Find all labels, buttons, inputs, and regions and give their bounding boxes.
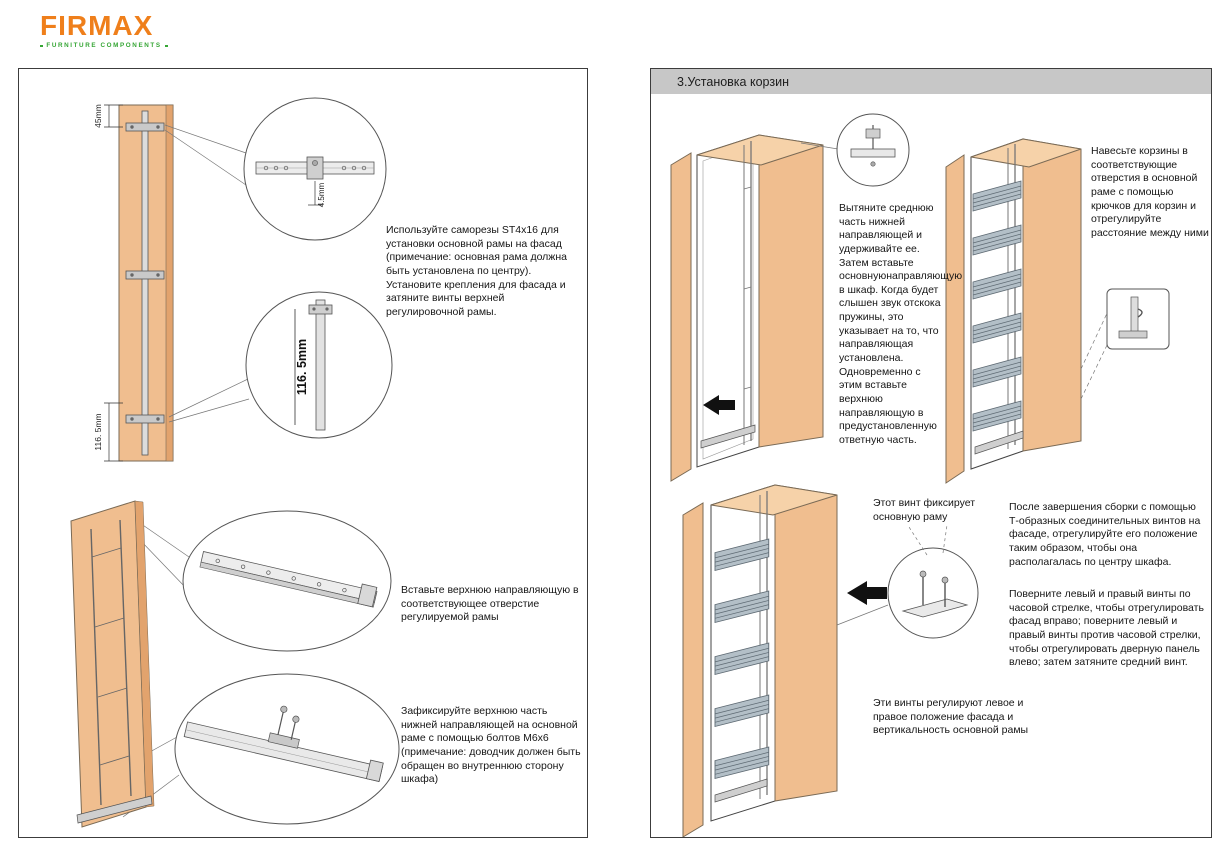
note-step2: Вставьте верхнюю направляющую в соответс… — [401, 584, 579, 624]
logo-tagline-text: FURNITURE COMPONENTS — [46, 42, 162, 49]
perspective-door-panel — [70, 500, 155, 828]
left-instruction-panel: 45mm 116. 5mm — [18, 68, 588, 838]
right-panel-illustrations — [670, 113, 1170, 837]
adjust-direction-arrow — [847, 581, 887, 605]
logo-brand-text: FIRMAX — [40, 10, 154, 41]
note-step4: После завершения сборки с помощью Т-обра… — [1009, 501, 1201, 568]
detail-basket-hook — [1080, 288, 1170, 400]
detail-top-latch — [800, 113, 910, 187]
section-header: 3.Установка корзин — [651, 69, 1211, 94]
dim-detail-top-label: 4.5mm — [317, 182, 326, 207]
cabinet-adjustment — [682, 484, 838, 837]
logo-rule-right — [164, 44, 169, 47]
dimension-top — [104, 104, 123, 128]
firmax-logo: FIRMAX FURNITURE COMPONENTS — [40, 10, 169, 49]
detail-fixing-screws — [836, 524, 979, 639]
detail-top-rail-section: 4.5mm — [243, 97, 387, 241]
note-step1: Вытяните среднюю часть нижней направляющ… — [839, 202, 963, 446]
cabinet-insert-frame — [670, 134, 824, 482]
slide-in-arrow — [703, 395, 735, 415]
note-step2: Навесьте корзины в соответствующие отвер… — [1091, 145, 1209, 239]
logo-tagline: FURNITURE COMPONENTS — [40, 42, 169, 49]
note-step3: Зафиксируйте верхнюю часть нижней направ… — [401, 705, 581, 786]
dim-detail-mid-label: 116. 5mm — [295, 339, 309, 395]
dim-bottom-label: 116. 5mm — [93, 413, 103, 450]
detail-upper-rail — [182, 510, 392, 652]
dimension-bottom — [104, 402, 123, 462]
left-panel-illustrations: 45mm 116. 5mm — [70, 97, 400, 828]
note-step3: Этот винт фиксирует основную раму — [873, 497, 976, 523]
right-instruction-panel: 3.Установка корзин — [650, 68, 1212, 838]
front-view-door-panel — [118, 104, 174, 462]
dim-top-label: 45mm — [93, 104, 103, 128]
logo-rule-left — [40, 44, 44, 47]
note-step5: Поверните левый и правый винты по часово… — [1009, 588, 1204, 669]
detail-rail-length: 116. 5mm — [245, 291, 393, 439]
detail-lower-rail — [174, 673, 400, 825]
note-step6: Эти винты регулируют левое и правое поло… — [873, 697, 1029, 737]
cabinet-hang-baskets — [945, 138, 1082, 484]
note-step1: Используйте саморезы ST4x16 для установк… — [386, 224, 567, 318]
